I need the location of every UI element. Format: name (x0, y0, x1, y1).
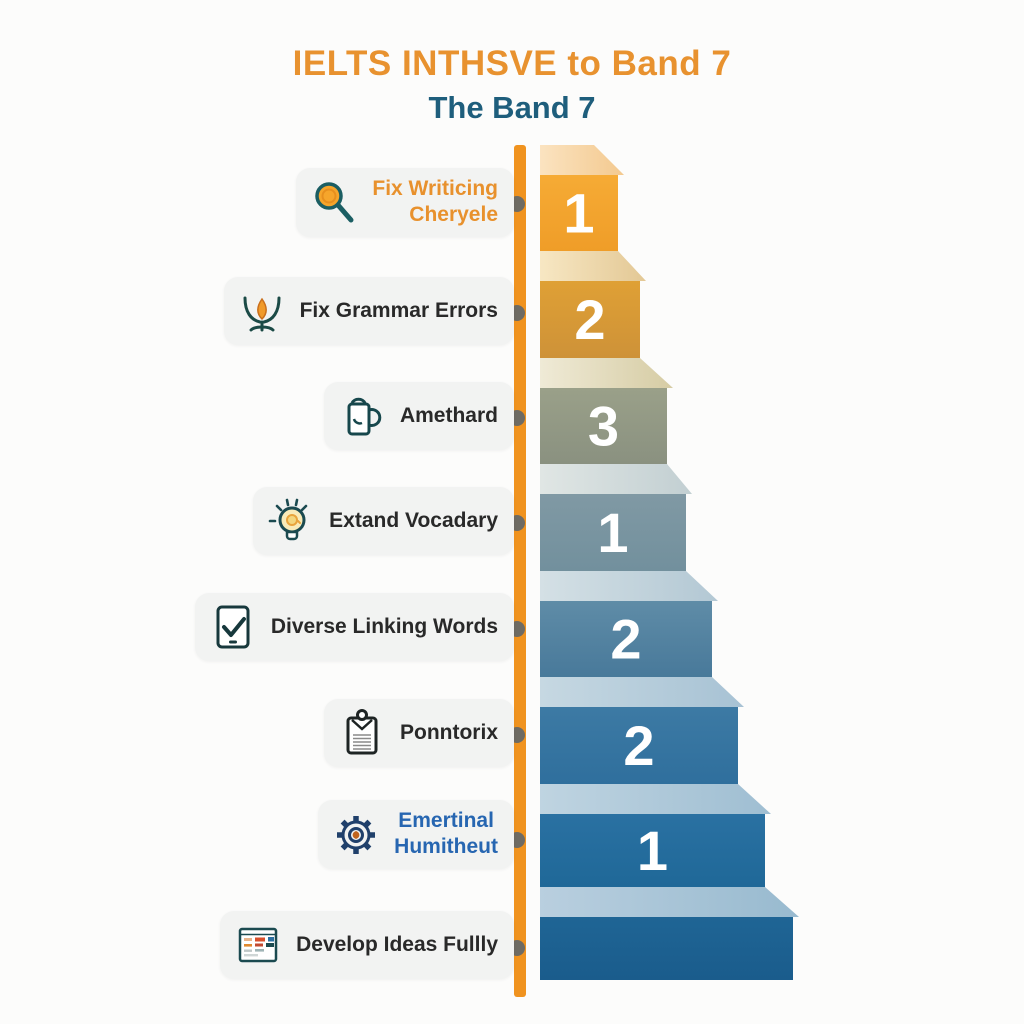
step-tip-label: Fix Grammar Errors (299, 298, 498, 322)
step-surface-4 (540, 464, 692, 494)
step-face-3 (540, 388, 667, 464)
step-surface-3 (540, 358, 673, 388)
step-number-4: 1 (597, 501, 628, 564)
step-face-2 (540, 281, 640, 358)
step-surface-7 (540, 784, 771, 814)
step-number-6: 2 (623, 714, 654, 777)
tip-pill: Develop Ideas Fullly (220, 911, 514, 979)
step-tip-2: Fix Grammar Errors (223, 277, 514, 345)
tip-pill: Fix Grammar Errors (223, 277, 514, 345)
title-line-2: The Band 7 (428, 90, 596, 125)
step-number-3: 3 (588, 395, 619, 458)
step-tip-3: Amethard (323, 382, 514, 450)
step-face-1 (540, 175, 618, 251)
timeline-bar (514, 145, 526, 997)
step-tip-8: Develop Ideas Fullly (220, 911, 514, 979)
step-tip-label: Extand Vocadary (329, 508, 498, 532)
step-number-7: 1 (637, 819, 668, 882)
step-surface-2 (540, 251, 646, 281)
tip-pill: Ponntorix (324, 699, 514, 767)
step-surface-6 (540, 677, 744, 707)
step-number-2: 2 (574, 288, 605, 351)
step-surface-1 (540, 145, 624, 175)
tip-pill: Emertinal Humitheut (318, 800, 514, 869)
step-tip-4: Extand Vocadary (253, 487, 514, 555)
step-face-6 (540, 707, 738, 784)
gear-icon (330, 808, 382, 860)
clipboard-icon (336, 707, 388, 759)
step-face-7 (540, 814, 765, 887)
mug-icon (336, 390, 388, 442)
tip-pill: Diverse Linking Words (194, 593, 514, 661)
step-surface-8 (540, 887, 799, 917)
step-face-8 (540, 917, 793, 980)
page-title: IELTS INTHSVE to Band 7 The Band 7 (0, 44, 1024, 126)
step-number-5: 2 (610, 608, 641, 671)
step-tip-1: Fix Writicing Cheryele (296, 168, 514, 237)
tip-pill: Fix Writicing Cheryele (296, 168, 514, 237)
step-tip-label: Diverse Linking Words (270, 614, 498, 638)
step-tip-5: Diverse Linking Words (194, 593, 514, 661)
step-number-1: 1 (563, 182, 594, 245)
title-line-1: IELTS INTHSVE to Band 7 (292, 44, 732, 83)
step-tip-label: Amethard (399, 403, 498, 427)
magnifier-icon (308, 176, 360, 228)
tablet-check-icon (207, 601, 259, 653)
step-face-5 (540, 601, 712, 677)
step-tip-7: Emertinal Humitheut (318, 800, 514, 869)
step-tip-label: Fix Writicing Cheryele (372, 177, 498, 227)
document-layout-icon (232, 919, 284, 971)
step-surface-5 (540, 571, 718, 601)
lotus-flower-icon (236, 285, 288, 337)
step-tip-label: Develop Ideas Fullly (296, 932, 498, 956)
tip-pill: Extand Vocadary (253, 487, 514, 555)
step-tip-label: Ponntorix (400, 720, 498, 744)
lightbulb-icon (265, 495, 317, 547)
tip-pill: Amethard (323, 382, 514, 450)
step-tip-6: Ponntorix (324, 699, 514, 767)
step-face-4 (540, 494, 686, 571)
step-tip-label: Emertinal Humitheut (394, 809, 498, 859)
